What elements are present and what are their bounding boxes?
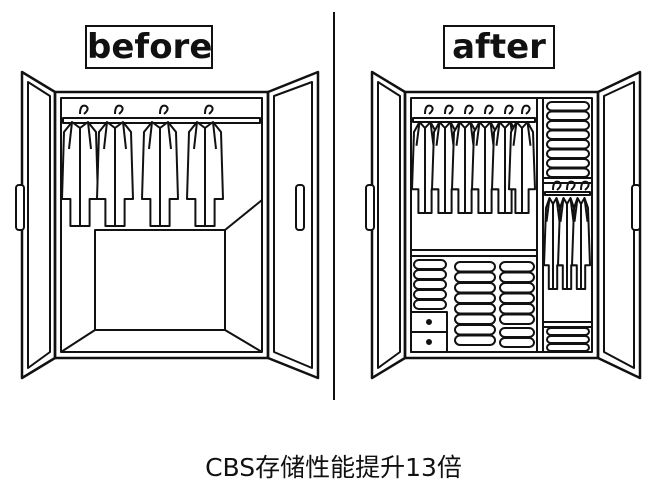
folded-clothes — [454, 292, 496, 304]
vertical-divider — [536, 97, 544, 353]
folded-clothes — [499, 337, 535, 348]
hanging-shirt — [61, 104, 99, 227]
folded-clothes — [454, 282, 496, 294]
folded-clothes — [546, 129, 590, 140]
drawer-unit — [410, 311, 448, 353]
hanging-shirt — [431, 104, 459, 214]
after-wardrobe — [365, 70, 642, 380]
hanging-shirt — [411, 104, 439, 214]
folded-clothes — [499, 271, 535, 283]
folded-clothes — [413, 269, 447, 280]
back-panel — [94, 229, 226, 331]
folded-clothes — [499, 261, 535, 273]
hanging-shirt — [543, 180, 563, 290]
hanging-shirt — [557, 180, 577, 290]
hanging-shirt — [186, 104, 224, 227]
folded-clothes — [454, 313, 496, 325]
folded-clothes — [454, 261, 496, 273]
hanging-rail — [412, 117, 536, 123]
folded-clothes — [454, 303, 496, 315]
before-label: before — [85, 25, 213, 69]
hanging-rail — [544, 191, 591, 196]
wardrobe-frame — [403, 90, 600, 360]
folded-clothes — [413, 279, 447, 290]
folded-clothes — [454, 324, 496, 336]
folded-clothes — [499, 303, 535, 315]
folded-clothes — [499, 313, 535, 325]
hanging-shirt — [96, 104, 134, 227]
folded-clothes — [546, 148, 590, 159]
folded-clothes — [546, 110, 590, 121]
wardrobe-frame — [53, 90, 270, 360]
folded-clothes — [499, 327, 535, 338]
hanging-shirt — [571, 180, 591, 290]
hanging-rail — [62, 117, 261, 124]
folded-clothes — [546, 120, 590, 131]
folded-clothes — [546, 101, 590, 112]
folded-clothes — [546, 327, 590, 336]
folded-clothes — [546, 139, 590, 150]
before-wardrobe — [15, 70, 320, 380]
hanging-shirt — [471, 104, 499, 214]
shelf — [542, 321, 593, 328]
hanging-shirt — [141, 104, 179, 227]
shelf — [410, 249, 538, 257]
folded-clothes — [413, 259, 447, 270]
door-handle — [15, 184, 25, 231]
right-door — [266, 70, 320, 380]
door-handle — [365, 184, 375, 231]
hanging-shirt — [508, 104, 536, 214]
folded-clothes — [546, 343, 590, 352]
caption: CBS存储性能提升13倍 — [205, 453, 462, 482]
folded-clothes — [454, 334, 496, 346]
folded-clothes — [499, 282, 535, 294]
after-label: after — [443, 25, 555, 69]
door-handle — [631, 184, 641, 231]
door-handle — [295, 184, 305, 231]
folded-clothes — [546, 158, 590, 169]
folded-clothes — [546, 167, 590, 178]
folded-clothes — [499, 292, 535, 304]
folded-clothes — [413, 299, 447, 310]
folded-clothes — [454, 271, 496, 283]
folded-clothes — [546, 335, 590, 344]
folded-clothes — [413, 289, 447, 300]
